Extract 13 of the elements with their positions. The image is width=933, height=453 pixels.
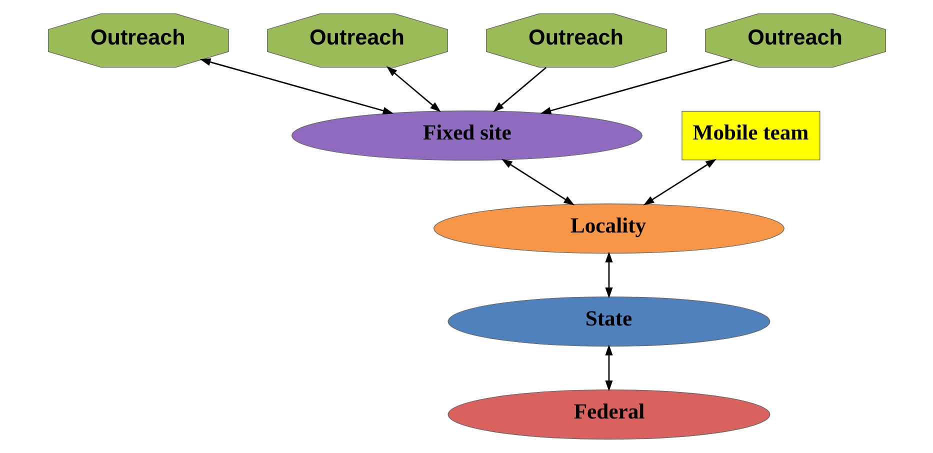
arrow xyxy=(492,67,546,112)
arrow xyxy=(604,252,612,298)
arrow xyxy=(199,58,394,114)
node-ellipse: Federal xyxy=(447,389,770,440)
node-box: Mobile team xyxy=(681,110,820,160)
arrow xyxy=(540,59,732,114)
arrow xyxy=(500,158,574,206)
node-ellipse: State xyxy=(447,296,770,347)
arrow xyxy=(604,344,612,392)
node-ellipse: Fixed site xyxy=(291,110,642,161)
arrow xyxy=(642,158,716,206)
node-ellipse: Locality xyxy=(433,204,784,254)
arrow xyxy=(386,66,440,112)
